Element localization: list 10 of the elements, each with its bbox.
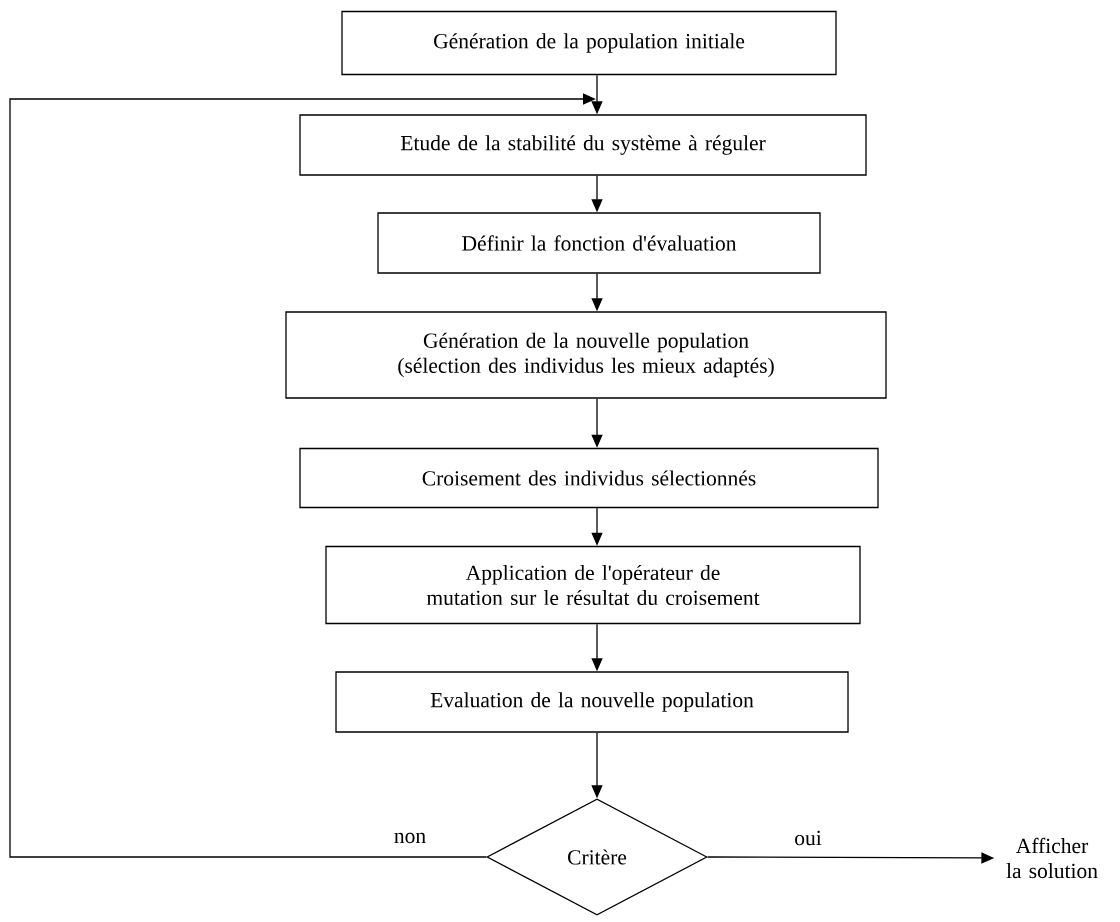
edge-label: oui (793, 829, 823, 847)
process-box: Etude de la stabilité du système à réguler (299, 114, 867, 176)
process-box: Croisement des individus sélectionnés (299, 447, 879, 509)
process-box: Définir la fonction d'évaluation (377, 212, 821, 274)
process-box: Application de l'opérateur de mutation sur le résultat du croisement (325, 545, 861, 625)
edge-label: non (392, 831, 428, 845)
result-text: Afficher la solution (1006, 837, 1098, 879)
process-box: Evaluation de la nouvelle population (335, 671, 849, 733)
process-box: Génération de la population initiale (341, 10, 837, 76)
process-box: Génération de la nouvelle population (sélection des individus les mieux adaptés) (285, 311, 887, 399)
